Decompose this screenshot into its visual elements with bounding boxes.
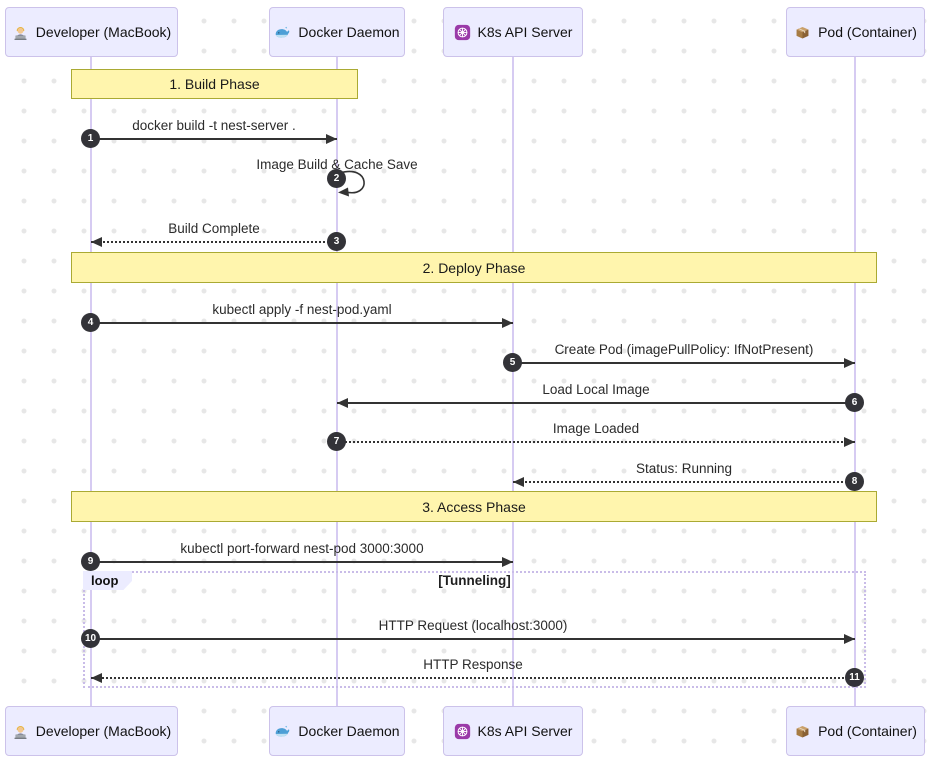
message-label: Create Pod (imagePullPolicy: IfNotPresen… — [554, 342, 814, 357]
message-label: kubectl port-forward nest-pod 3000:3000 — [180, 541, 424, 556]
message-label: Image Loaded — [552, 421, 640, 436]
actor-label: Pod (Container) — [818, 24, 917, 40]
sequence-number: 6 — [845, 393, 864, 412]
actor-label: Docker Daemon — [298, 24, 400, 40]
actor-label: Pod (Container) — [818, 723, 917, 739]
arrowhead — [326, 134, 337, 144]
note-label: 2. Deploy Phase — [422, 259, 526, 276]
message-label: Status: Running — [635, 461, 733, 476]
message-label: HTTP Request (localhost:3000) — [378, 618, 568, 633]
lifeline-k8s — [512, 57, 514, 706]
message-line — [91, 322, 513, 324]
actor-label: K8s API Server — [477, 723, 573, 739]
message-label: kubectl apply -f nest-pod.yaml — [212, 302, 392, 317]
loop-condition: [Tunneling] — [438, 573, 511, 588]
sequence-number: 9 — [81, 552, 100, 571]
whale-icon — [274, 723, 291, 740]
kubernetes-wheel-icon — [454, 24, 471, 41]
sequence-number: 11 — [845, 668, 864, 687]
whale-icon — [274, 24, 291, 41]
message-label: Image Build & Cache Save — [256, 157, 418, 172]
sequence-number: 4 — [81, 313, 100, 332]
message-line — [91, 138, 337, 140]
message-line — [91, 677, 855, 679]
kubernetes-wheel-icon — [454, 723, 471, 740]
arrowhead — [844, 634, 855, 644]
sequence-number: 5 — [503, 353, 522, 372]
sequence-number: 2 — [327, 169, 346, 188]
message-label: docker build -t nest-server . — [132, 118, 296, 133]
note-deploy-phase: 2. Deploy Phase — [71, 252, 877, 283]
note-label: 1. Build Phase — [169, 76, 260, 92]
message-line — [513, 481, 855, 483]
actor-developer-top: Developer (MacBook) — [5, 7, 178, 57]
package-icon — [794, 723, 811, 740]
actor-label: Developer (MacBook) — [35, 24, 172, 40]
loop-frame — [83, 571, 866, 688]
note-access-phase: 3. Access Phase — [71, 491, 877, 522]
arrowhead — [502, 318, 513, 328]
self-loop-arrow — [338, 170, 365, 197]
actor-label: K8s API Server — [477, 24, 573, 40]
arrowhead — [844, 437, 855, 447]
actor-label: Developer (MacBook) — [35, 723, 172, 739]
message-line — [91, 241, 337, 243]
package-icon — [794, 24, 811, 41]
actor-k8s-bottom: K8s API Server — [443, 706, 583, 756]
actor-k8s-top: K8s API Server — [443, 7, 583, 57]
actor-docker-bottom: Docker Daemon — [269, 706, 405, 756]
arrowhead — [91, 237, 102, 247]
technologist-icon — [12, 723, 29, 740]
note-build-phase: 1. Build Phase — [71, 69, 358, 99]
actor-developer-bottom: Developer (MacBook) — [5, 706, 178, 756]
sequence-number: 8 — [845, 472, 864, 491]
message-label: HTTP Response — [423, 657, 523, 672]
lifeline-docker — [336, 57, 338, 706]
sequence-number: 3 — [327, 232, 346, 251]
message-label: Load Local Image — [542, 382, 650, 397]
note-label: 3. Access Phase — [422, 498, 526, 515]
message-line — [337, 441, 855, 443]
arrowhead — [337, 398, 348, 408]
message-label: Build Complete — [168, 221, 260, 236]
arrowhead — [513, 477, 524, 487]
arrowhead — [502, 557, 513, 567]
lifeline-developer — [90, 57, 92, 706]
actor-pod-bottom: Pod (Container) — [786, 706, 925, 756]
actor-docker-top: Docker Daemon — [269, 7, 405, 57]
actor-pod-top: Pod (Container) — [786, 7, 925, 57]
actor-label: Docker Daemon — [298, 723, 400, 739]
sequence-number: 1 — [81, 129, 100, 148]
arrowhead — [844, 358, 855, 368]
loop-title: loop — [83, 571, 132, 590]
arrowhead — [91, 673, 102, 683]
message-line — [513, 362, 855, 364]
message-line — [91, 561, 513, 563]
lifeline-pod — [854, 57, 856, 706]
message-line — [337, 402, 855, 404]
message-line — [91, 638, 855, 640]
sequence-number: 7 — [327, 432, 346, 451]
sequence-number: 10 — [81, 629, 100, 648]
technologist-icon — [12, 24, 29, 41]
